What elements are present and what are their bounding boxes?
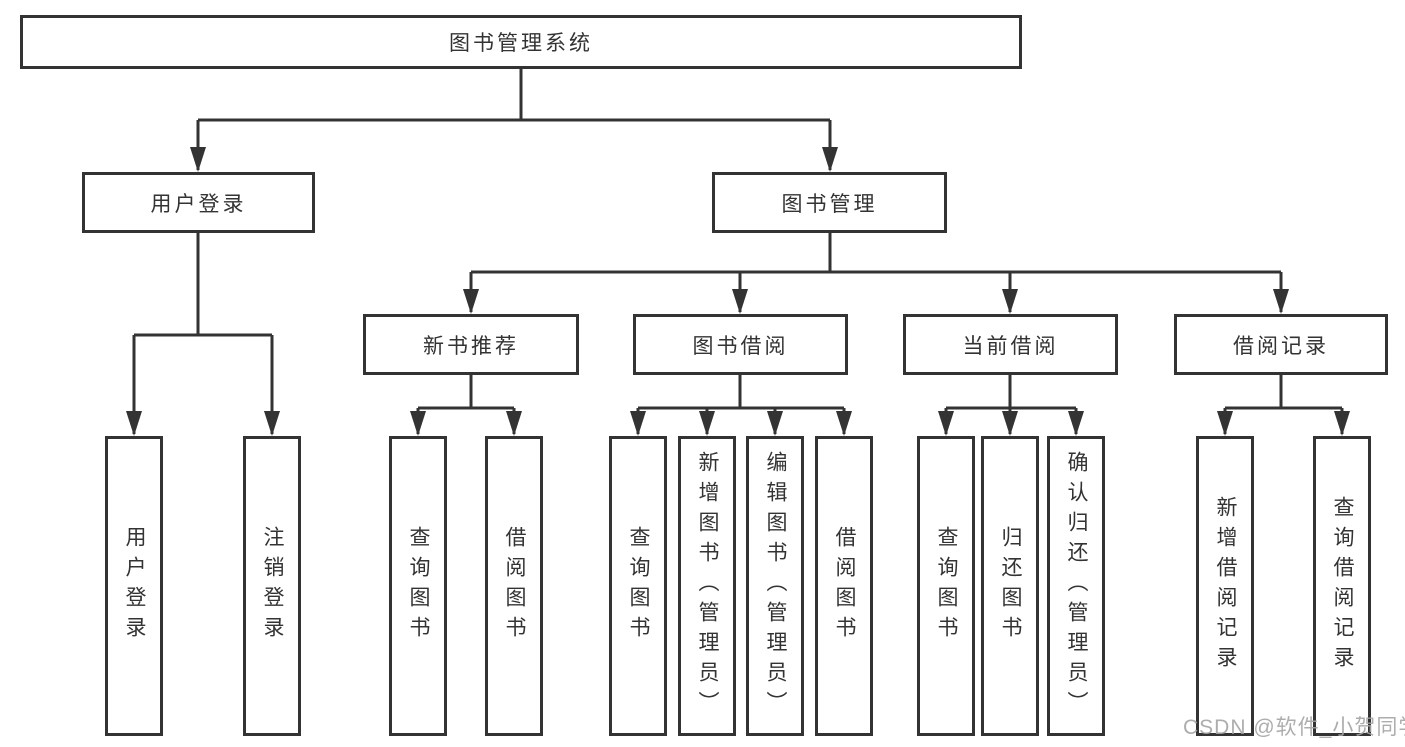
leaf-recommend-query-books: 查询图书 xyxy=(389,436,447,736)
leaf-current-return-books: 归还图书 xyxy=(981,436,1039,736)
node-new-book-recommend: 新书推荐 xyxy=(363,314,579,375)
node-root-library-system: 图书管理系统 xyxy=(20,15,1022,69)
leaf-borrowing-borrow-books: 借阅图书 xyxy=(815,436,873,736)
leaf-recommend-borrow-books: 借阅图书 xyxy=(485,436,543,736)
leaf-borrowing-query-books: 查询图书 xyxy=(609,436,667,736)
node-borrowing-records: 借阅记录 xyxy=(1174,314,1388,375)
leaf-borrowing-add-books-admin: 新增图书（管理员） xyxy=(678,436,736,736)
leaf-records-query-record: 查询借阅记录 xyxy=(1313,436,1371,736)
node-user-login: 用户登录 xyxy=(82,172,315,233)
leaf-user-login: 用户登录 xyxy=(105,436,163,736)
leaf-logout: 注销登录 xyxy=(243,436,301,736)
leaf-records-add-record: 新增借阅记录 xyxy=(1196,436,1254,736)
node-book-management: 图书管理 xyxy=(712,172,947,233)
leaf-current-query-books: 查询图书 xyxy=(917,436,975,736)
node-current-borrowing: 当前借阅 xyxy=(903,314,1118,375)
leaf-borrowing-edit-books-admin: 编辑图书（管理员） xyxy=(746,436,804,736)
node-book-borrowing: 图书借阅 xyxy=(633,314,848,375)
csdn-watermark: CSDN @软件_小贺同学 xyxy=(1183,716,1405,739)
leaf-current-confirm-return-admin: 确认归还（管理员） xyxy=(1047,436,1105,736)
